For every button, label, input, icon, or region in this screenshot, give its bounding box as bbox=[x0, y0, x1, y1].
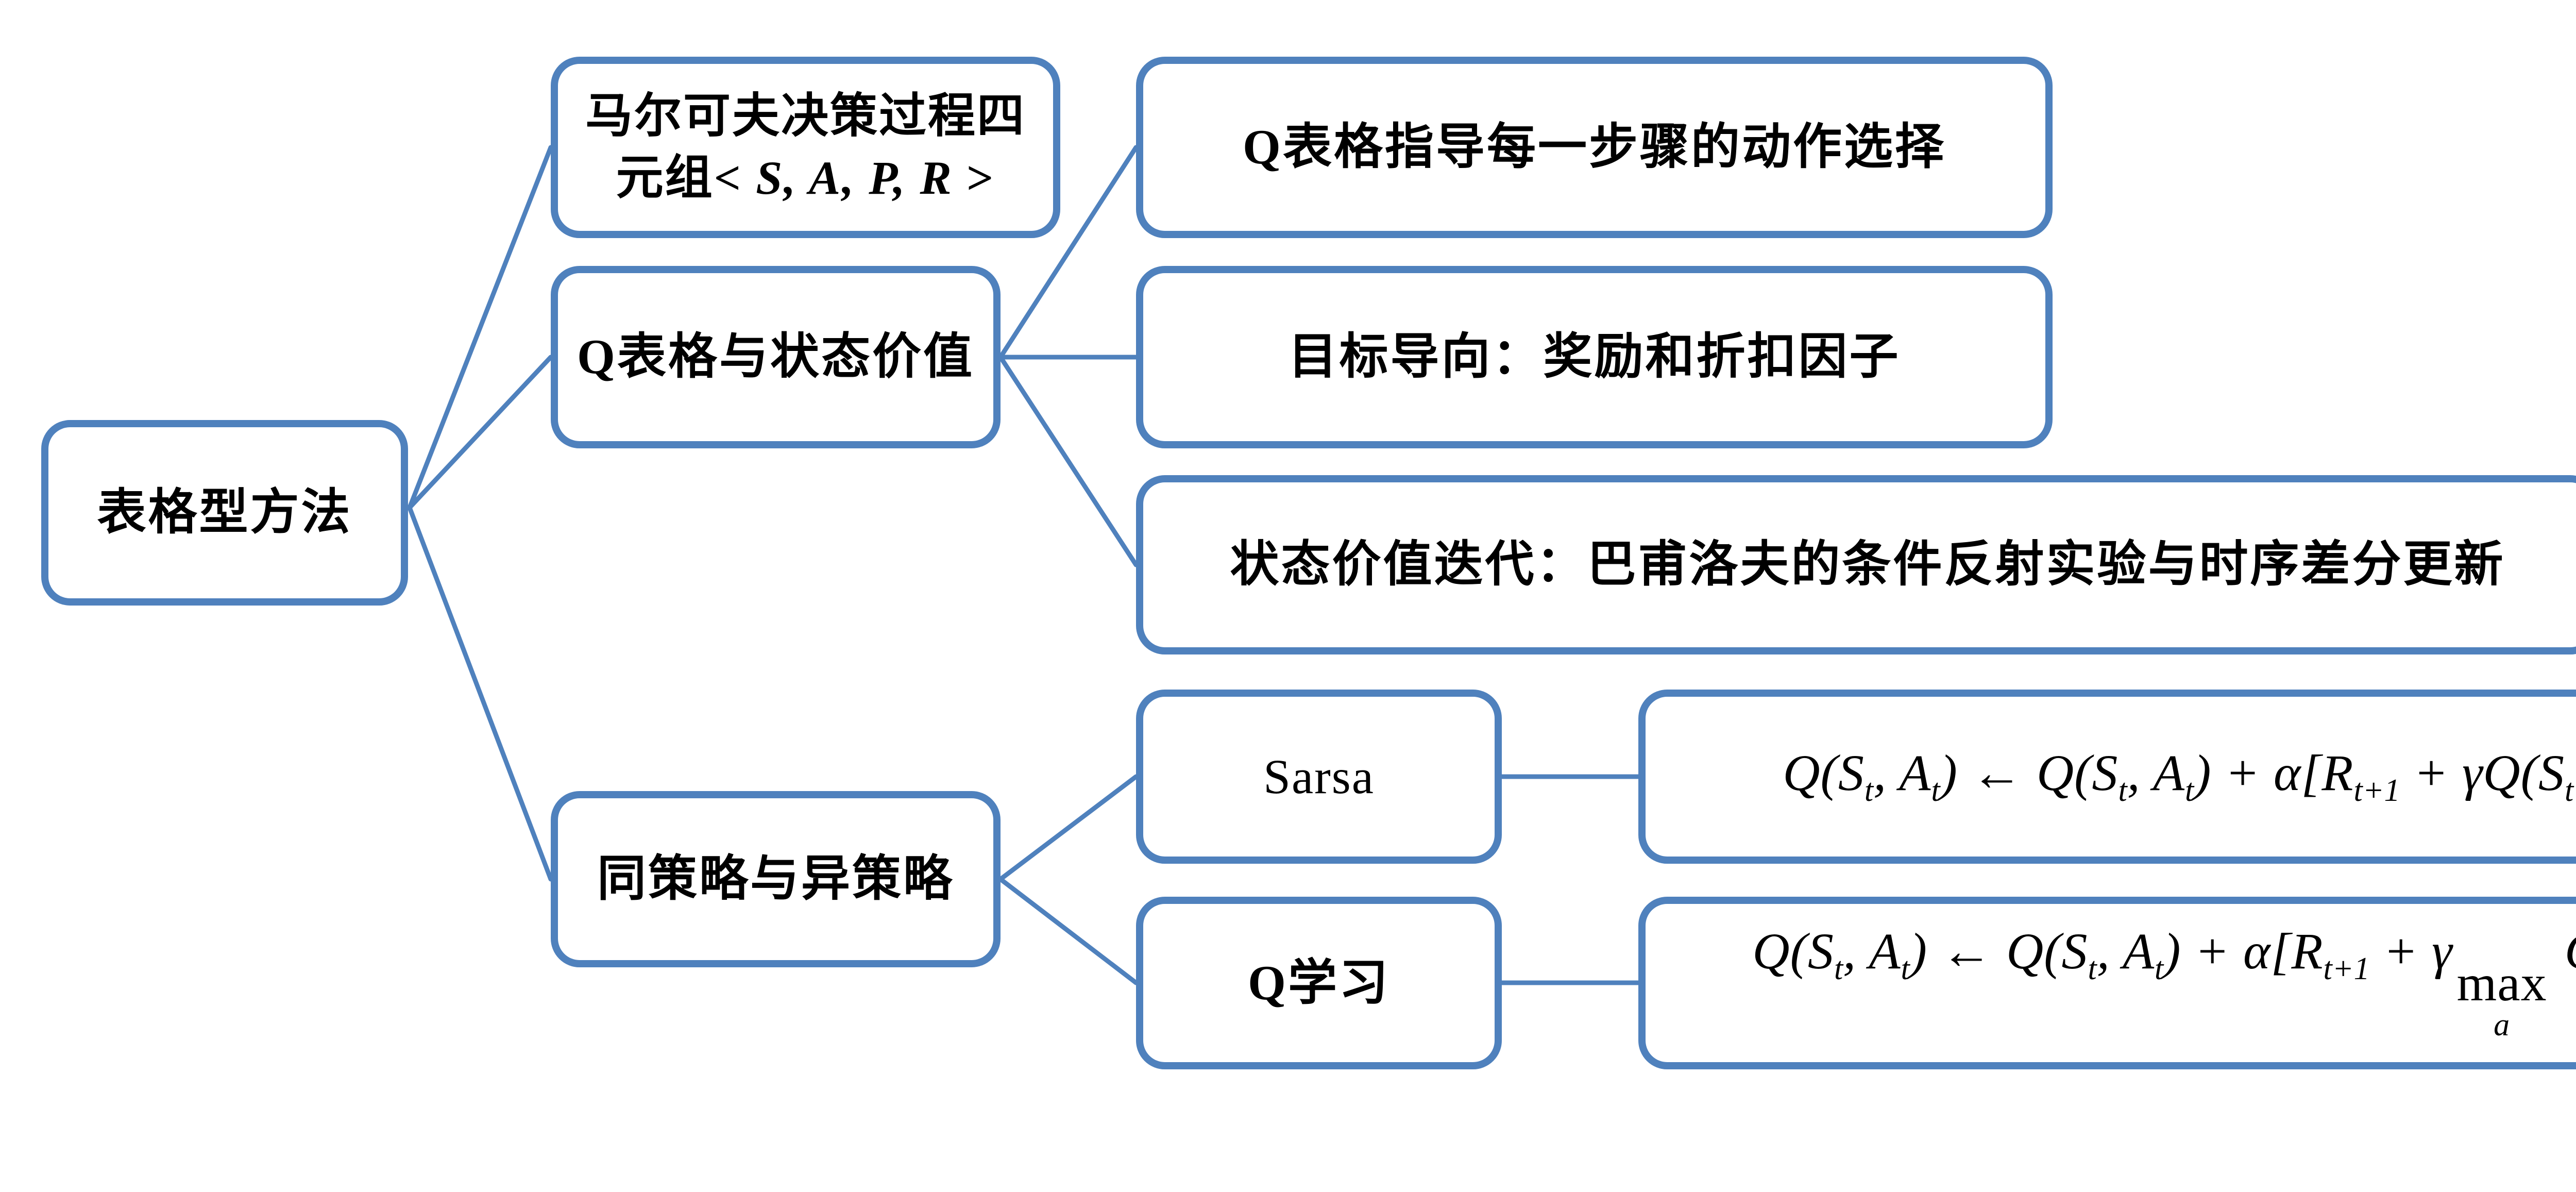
connector-q-table-to-value-iter bbox=[998, 355, 1139, 567]
node-root: 表格型方法 bbox=[41, 420, 408, 606]
connector-policy-to-sarsa bbox=[998, 774, 1139, 882]
node-policy-label: 同策略与异策略 bbox=[597, 851, 954, 906]
node-sarsa: Sarsa bbox=[1136, 690, 1502, 864]
node-mdp-tuple-label: 马尔可夫决策过程四元组< S, A, P, R > bbox=[585, 90, 1026, 204]
node-mdp-tuple: 马尔可夫决策过程四元组< S, A, P, R > bbox=[551, 57, 1060, 238]
node-q-table-label: Q表格与状态价值 bbox=[577, 329, 974, 384]
node-q-guide: Q表格指导每一步骤的动作选择 bbox=[1136, 57, 2053, 238]
node-value-iter: 状态价值迭代：巴甫洛夫的条件反射实验与时序差分更新 bbox=[1136, 475, 2576, 654]
connector-root-to-mdp bbox=[407, 145, 553, 510]
node-goal-label: 目标导向：奖励和折扣因子 bbox=[1288, 329, 1901, 384]
connector-policy-to-q-learning bbox=[998, 877, 1139, 985]
node-root-label: 表格型方法 bbox=[97, 485, 352, 540]
node-goal: 目标导向：奖励和折扣因子 bbox=[1136, 266, 2053, 448]
node-value-iter-label: 状态价值迭代：巴甫洛夫的条件反射实验与时序差分更新 bbox=[1230, 537, 2505, 592]
node-policy: 同策略与异策略 bbox=[551, 791, 1001, 967]
node-q-guide-label: Q表格指导每一步骤的动作选择 bbox=[1243, 120, 1946, 175]
node-sarsa-label: Sarsa bbox=[1263, 749, 1375, 804]
node-q-learning: Q学习 bbox=[1136, 897, 1502, 1069]
node-q-table: Q表格与状态价值 bbox=[551, 266, 1001, 448]
node-sarsa-update-formula: Q(St, At) ← Q(St, At) + α[Rt+1 + γQ(St+1… bbox=[1638, 690, 2576, 864]
connector-root-to-q-table bbox=[407, 355, 553, 510]
connector-q-table-to-q-guide bbox=[998, 145, 1139, 360]
connector-root-to-policy bbox=[407, 505, 553, 882]
node-q-learning-label: Q学习 bbox=[1248, 955, 1390, 1010]
sarsa-update-formula-text: Q(St, At) ← Q(St, At) + α[Rt+1 + γQ(St+1… bbox=[1783, 744, 2576, 808]
